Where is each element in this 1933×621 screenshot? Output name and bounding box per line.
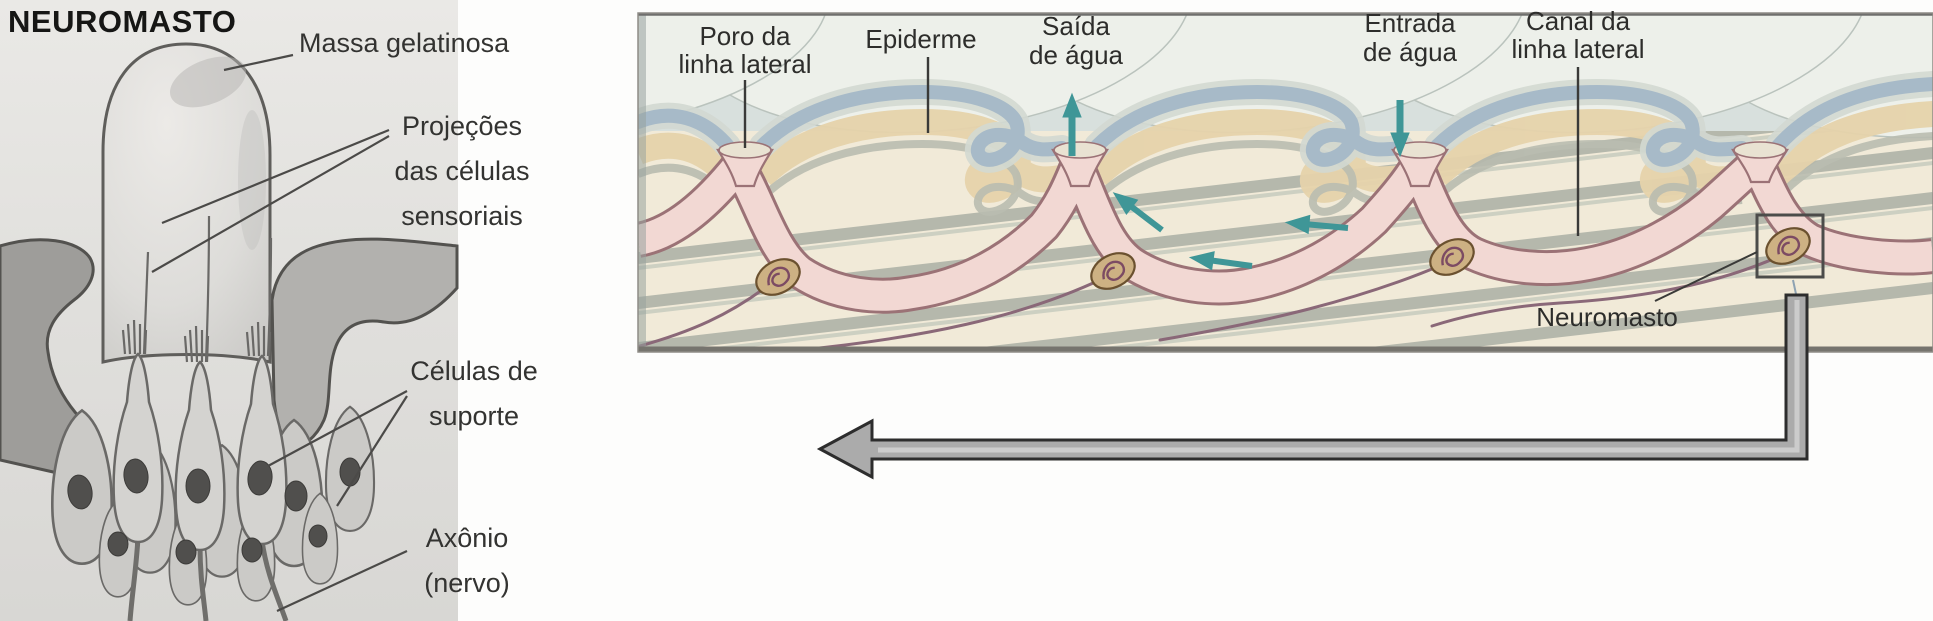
dome-edge-shading: [238, 110, 266, 250]
leader-celulas-1: [267, 390, 408, 467]
zoom-callout-arrow-icon: [816, 293, 1809, 480]
canal-flow-arrow-icon-3: [1284, 212, 1349, 234]
cell-nuclei: [67, 457, 361, 565]
leader-celulas-2: [336, 395, 408, 507]
svg-text:Entrada: Entrada: [1364, 8, 1456, 38]
svg-text:de água: de água: [1363, 37, 1458, 67]
label-celulas-suporte: Células de suporte: [410, 356, 538, 431]
panel-border: [637, 12, 1933, 353]
neuromast-highlight-box: [1755, 213, 1825, 279]
neuromast-3: [1429, 238, 1475, 276]
svg-text:sensoriais: sensoriais: [401, 201, 523, 231]
label-epiderme: Epiderme: [865, 24, 976, 54]
canal-fill: [638, 147, 1933, 311]
leader-neuromasto: [1654, 251, 1758, 302]
leader-projecoes-1: [161, 128, 390, 225]
leader-massa-gelatinosa: [223, 53, 294, 72]
svg-text:linha lateral: linha lateral: [679, 49, 812, 79]
svg-text:Saída: Saída: [1042, 11, 1110, 41]
panel-left-edge: [638, 13, 646, 352]
lateral-line-illustration: [638, 13, 1933, 352]
label-saida-de-agua: Saída de água: [1029, 11, 1124, 70]
gelatinous-mass-dome: [101, 42, 272, 364]
lateral-line-panel: Poro da linha lateral Epiderme Saída de …: [637, 6, 1933, 480]
svg-text:Células de: Células de: [410, 356, 538, 386]
water-in-arrow-icon: [1390, 100, 1410, 157]
neuromast-1: [755, 258, 801, 296]
water-out-arrow-icon: [1062, 93, 1082, 156]
label-entrada-de-agua: Entrada de água: [1363, 8, 1458, 67]
pore-funnels: [716, 148, 1789, 188]
hair-bundle-1: [121, 251, 150, 355]
label-canal-linha-lateral: Canal da linha lateral: [1512, 6, 1645, 64]
svg-text:Projeções: Projeções: [402, 111, 522, 141]
label-axonio: Axônio (nervo): [424, 523, 510, 598]
neuromast-closeup-panel: NEUROMASTO Massa gelatinosa Projeções da…: [0, 0, 538, 621]
hair-bundle-2: [183, 215, 211, 363]
left-leader-lines: [151, 53, 408, 612]
hair-bundle-3: [245, 237, 273, 357]
lateral-line-canal: [638, 141, 1933, 314]
right-leader-lines: [743, 57, 1758, 302]
svg-text:Axônio: Axônio: [426, 523, 509, 553]
pore-openings: [718, 141, 1787, 159]
svg-text:suporte: suporte: [429, 401, 519, 431]
svg-text:das células: das células: [394, 156, 529, 186]
svg-text:Poro da: Poro da: [699, 21, 791, 51]
canal-flow-arrow-icon-2: [1188, 248, 1253, 271]
hair-cells: [112, 352, 288, 552]
box-arrow-connector: [1792, 279, 1797, 295]
label-poro-linha-lateral: Poro da linha lateral: [679, 21, 812, 79]
label-massa-gelatinosa: Massa gelatinosa: [299, 28, 510, 58]
leader-axonio: [276, 550, 408, 612]
panel-title: NEUROMASTO: [8, 4, 236, 39]
svg-text:(nervo): (nervo): [424, 568, 510, 598]
axon-fibers: [127, 537, 289, 621]
canal-flow-arrow-icon-1: [1107, 185, 1164, 233]
neuromast-nerves: [638, 254, 1782, 352]
svg-text:Canal da: Canal da: [1526, 6, 1631, 36]
label-projecoes: Projeções das células sensoriais: [394, 111, 529, 231]
sensory-projections: [121, 215, 273, 363]
svg-text:linha lateral: linha lateral: [1512, 34, 1645, 64]
label-neuromasto: Neuromasto: [1536, 302, 1678, 332]
water-flow-arrows: [1062, 93, 1410, 271]
leader-projecoes-2: [151, 135, 390, 273]
neuromast-4: [1765, 227, 1811, 265]
neuromasts: [755, 227, 1811, 296]
svg-text:de água: de água: [1029, 40, 1124, 70]
neuromast-2: [1090, 252, 1136, 290]
